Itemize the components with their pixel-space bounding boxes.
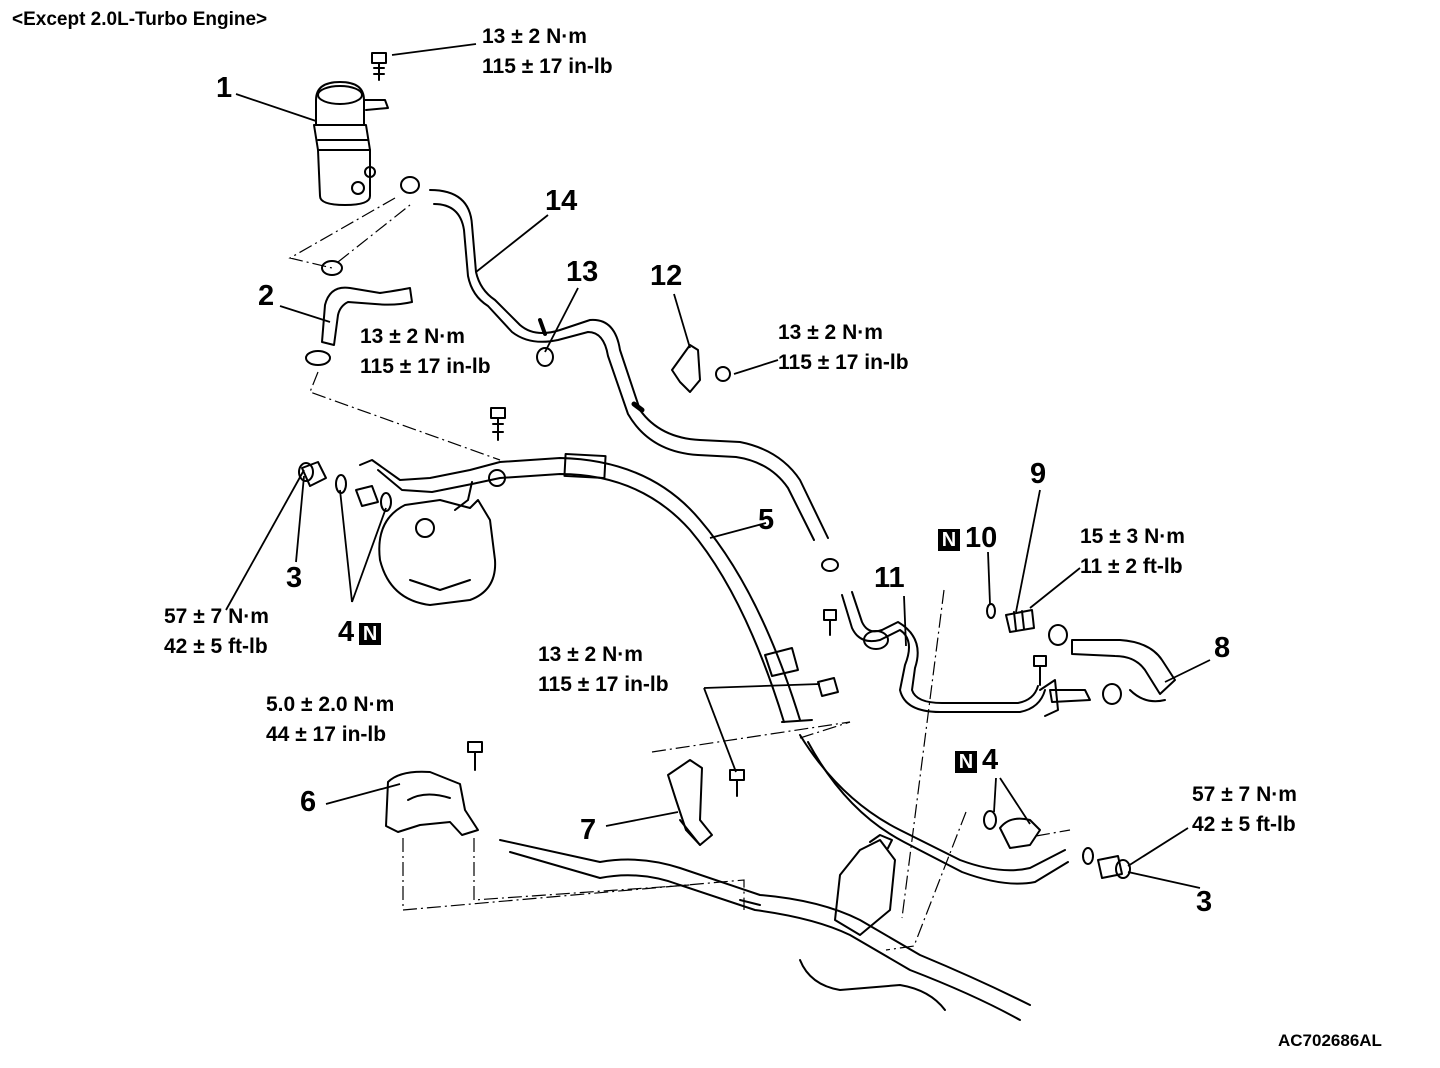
suction-hose (305, 260, 413, 366)
steering-gear (499, 834, 1031, 1021)
torque-metric: 57 ± 7 N·m (164, 605, 269, 628)
clamp-7 (667, 759, 713, 846)
torque-imperial: 115 ± 17 in-lb (538, 673, 669, 696)
leader-lines (225, 43, 1211, 889)
clamp-6 (385, 770, 479, 836)
torque-metric: 13 ± 2 N·m (778, 321, 883, 344)
clamp-bracket (671, 344, 731, 393)
callout-7: 7 (580, 814, 597, 846)
return-hose-cooler (1048, 624, 1176, 705)
figure-code: AC702686AL (1278, 1031, 1382, 1050)
torque-spec-eye-bolt-left: 57 ± 7 N·m 42 ± 5 ft-lb (164, 602, 269, 662)
alignment-lines (288, 197, 1071, 951)
callout-13: 13 (566, 256, 599, 288)
torque-imperial: 115 ± 17 in-lb (778, 351, 909, 374)
torque-metric: 13 ± 2 N·m (482, 25, 587, 48)
return-hose (429, 189, 829, 541)
callout-4-left-number: 4 (338, 616, 355, 648)
fitting (1005, 609, 1035, 633)
callout-5: 5 (758, 504, 775, 536)
callout-3-left: 3 (286, 562, 303, 594)
callout-2: 2 (258, 280, 275, 312)
torque-imperial: 115 ± 17 in-lb (360, 355, 491, 378)
callout-12: 12 (650, 260, 683, 292)
page-heading: <Except 2.0L-Turbo Engine> (12, 9, 268, 30)
torque-imperial: 42 ± 5 ft-lb (1192, 813, 1296, 836)
bracket-bolt (490, 407, 506, 441)
new-part-marker: N (359, 623, 382, 645)
eye-bolt (298, 461, 1131, 879)
tube-bolt (823, 609, 1047, 686)
torque-spec-eye-bolt-right: 57 ± 7 N·m 42 ± 5 ft-lb (1192, 780, 1297, 840)
callout-8: 8 (1214, 632, 1231, 664)
torque-metric: 15 ± 3 N·m (1080, 525, 1185, 548)
torque-spec-pump-bracket-bolt: 13 ± 2 N·m 115 ± 17 in-lb (360, 322, 491, 382)
hose-union-pump (355, 485, 379, 507)
callout-11: 11 (874, 562, 905, 594)
pressure-hose (359, 452, 1069, 885)
callout-10-number: 10 (965, 522, 998, 554)
clamp-6-bolt (467, 741, 483, 771)
reservoir-bolt (371, 52, 387, 81)
hose-clamp (400, 176, 839, 572)
new-part-marker: N (938, 529, 960, 551)
torque-metric: 5.0 ± 2.0 N·m (266, 693, 395, 716)
torque-imperial: 11 ± 2 ft-lb (1080, 555, 1183, 578)
return-tube (841, 591, 1091, 717)
torque-spec-clamp-bolt-6: 5.0 ± 2.0 N·m 44 ± 17 in-lb (266, 690, 394, 750)
o-ring (986, 603, 996, 619)
torque-metric: 13 ± 2 N·m (360, 325, 465, 348)
torque-metric: 13 ± 2 N·m (538, 643, 643, 666)
new-part-marker: N (955, 751, 977, 773)
reservoir-tank (313, 81, 389, 206)
callout-6: 6 (300, 786, 317, 818)
torque-imperial: 115 ± 17 in-lb (482, 55, 613, 78)
torque-spec-reservoir-bolt: 13 ± 2 N·m 115 ± 17 in-lb (482, 22, 613, 82)
torque-imperial: 44 ± 17 in-lb (266, 723, 387, 746)
callout-9: 9 (1030, 458, 1047, 490)
hose-union-gear (999, 817, 1041, 849)
torque-spec-clamp-bolt-7: 13 ± 2 N·m 115 ± 17 in-lb (538, 640, 669, 700)
torque-spec-fitting-9: 15 ± 3 N·m 11 ± 2 ft-lb (1080, 522, 1185, 582)
callout-1: 1 (216, 72, 233, 104)
torque-metric: 57 ± 7 N·m (1192, 783, 1297, 806)
callout-4-right-number: 4 (982, 744, 999, 776)
callout-14: 14 (545, 185, 578, 217)
clamp-bolt (729, 677, 839, 797)
oil-pump (378, 481, 497, 606)
torque-spec-clamp-bolt-12: 13 ± 2 N·m 115 ± 17 in-lb (778, 318, 909, 378)
callout-3-right: 3 (1196, 886, 1213, 918)
torque-imperial: 42 ± 5 ft-lb (164, 635, 268, 658)
